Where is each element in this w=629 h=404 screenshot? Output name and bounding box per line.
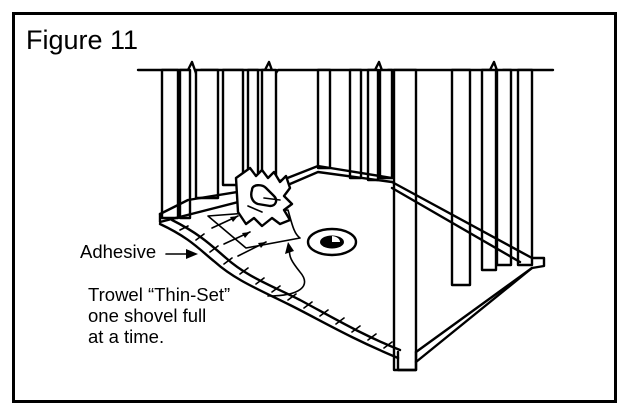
spread-arrows (211, 215, 267, 257)
stud (160, 68, 180, 220)
stud (495, 68, 513, 267)
stud (348, 68, 363, 180)
stud (221, 68, 245, 187)
wall-framing (160, 68, 534, 372)
trowel-label-line1: Trowel “Thin-Set” (88, 284, 230, 305)
stud (246, 68, 260, 182)
figure-title: Figure 11 (26, 25, 138, 55)
floor-base (158, 164, 546, 372)
adhesive-label: Adhesive (80, 241, 156, 262)
trowel-label-line2: one shovel full (88, 305, 206, 326)
drain-icon (306, 227, 358, 257)
trowel-leader (267, 247, 306, 297)
trowel-label-line3: at a time. (88, 326, 164, 347)
figure-frame (12, 12, 617, 403)
stud (194, 68, 220, 200)
notched-trowel-icon (207, 166, 301, 249)
stud (378, 68, 394, 180)
stud (392, 68, 418, 372)
stud (178, 68, 192, 220)
adhesive-bead (158, 218, 402, 360)
stud (316, 68, 332, 170)
stud (516, 68, 534, 267)
stud (366, 68, 380, 182)
stud (450, 68, 472, 287)
